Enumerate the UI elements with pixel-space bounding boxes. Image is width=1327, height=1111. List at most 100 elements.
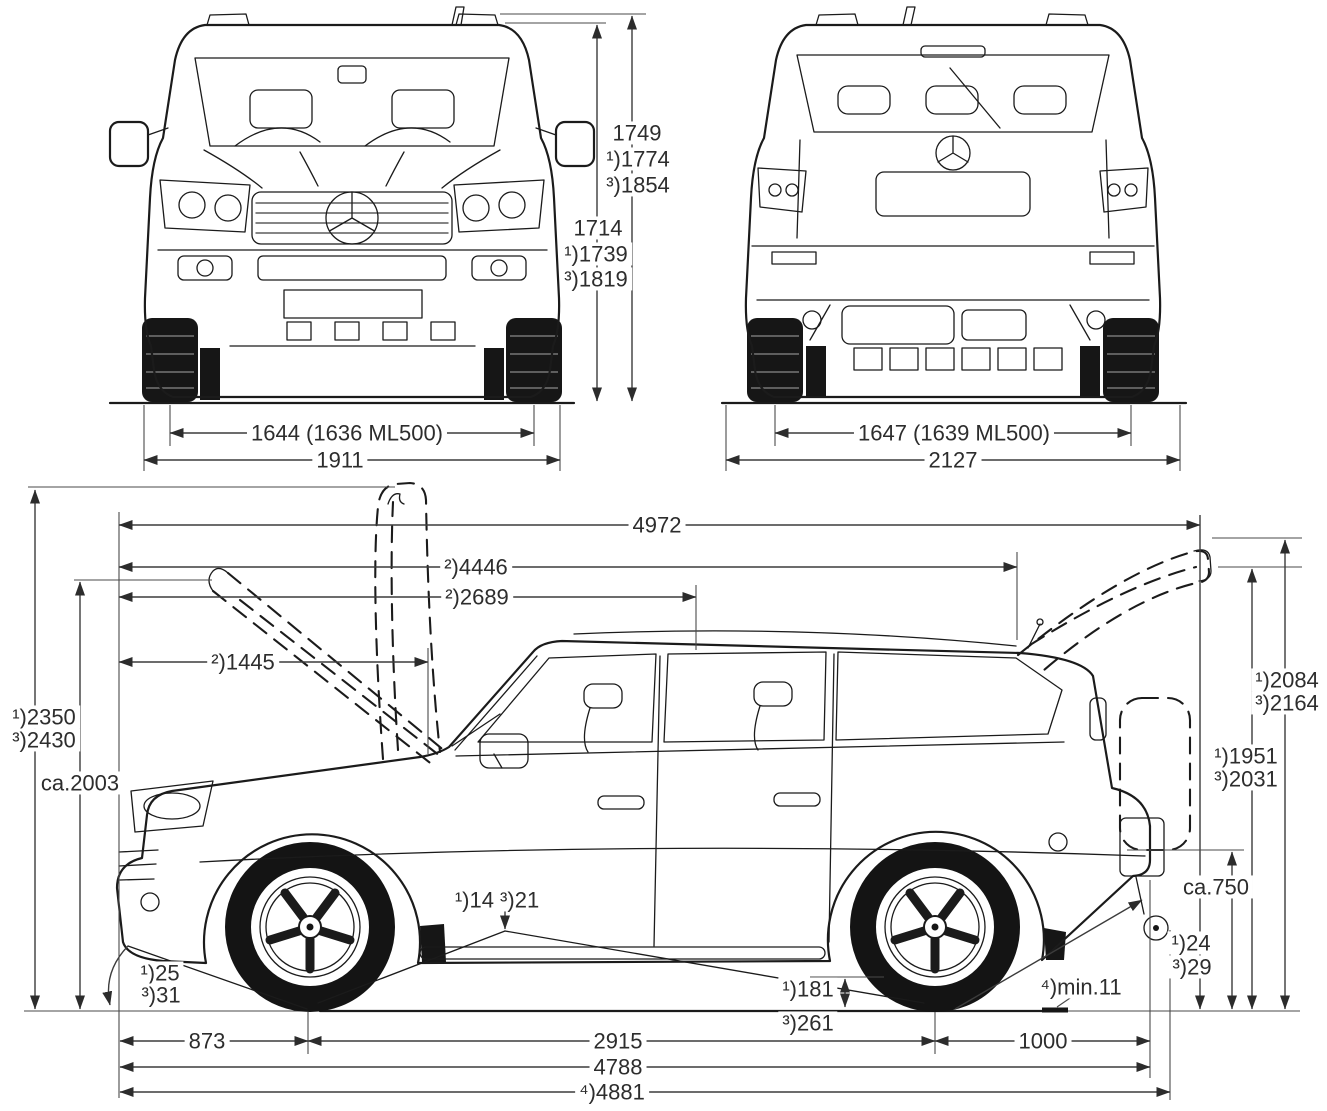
rear-door-window	[663, 651, 827, 743]
mercedes-star-icon	[935, 135, 971, 171]
approach-angle-arrow	[102, 945, 129, 1006]
rear-body-outline	[744, 23, 1162, 399]
door-seams	[653, 653, 835, 947]
rear-left-tire	[747, 318, 803, 402]
fog-light-right	[471, 255, 527, 281]
headlight-left	[159, 179, 251, 233]
dim-approach-v1: ¹)25	[136, 961, 184, 985]
beltline	[455, 741, 1065, 757]
dim-front-overhang: 873	[184, 1029, 230, 1053]
running-board	[419, 946, 826, 960]
headrest	[1013, 85, 1067, 115]
dim-ramp-angle: ¹)14 ³)21	[450, 888, 544, 912]
fog-light	[140, 892, 160, 912]
dim-tailgate-h-v3: ³)2164	[1251, 691, 1323, 715]
side-mirror	[479, 733, 529, 769]
taillight	[1089, 697, 1107, 741]
dim-4446: ²)4446	[440, 555, 512, 579]
dim-rear-track: 1647 (1639 ML500)	[853, 421, 1055, 445]
sun-visor	[391, 89, 455, 129]
rear-wheel	[850, 842, 1020, 1012]
dim-tailgate-edge-v1: ¹)1951	[1210, 744, 1282, 768]
ramp-angle-line	[504, 930, 925, 1004]
dim-departure-v1: ¹)24	[1167, 931, 1215, 955]
dimension-lines	[28, 13, 1302, 1100]
roof-rail	[573, 630, 1017, 647]
dim-overall-length: 4788	[589, 1055, 647, 1079]
door-handle	[773, 792, 821, 807]
front-grille-lines	[118, 849, 159, 881]
mud-flap	[484, 348, 504, 400]
dim-front-height-body-v3: ³)1819	[560, 267, 632, 291]
tire-tread	[751, 335, 1155, 389]
dim-length-open: 4972	[628, 513, 686, 537]
dim-front-height-rails-v1: ¹)1774	[602, 147, 674, 171]
dim-width-mirrors: 2127	[924, 448, 982, 472]
roof-rails	[206, 13, 499, 26]
dim-clearance-v3: ³)261	[778, 1011, 838, 1035]
brake-light	[920, 45, 986, 58]
wiper	[451, 713, 501, 747]
interior-mirror	[337, 65, 367, 84]
reflector	[771, 251, 817, 265]
dim-tailgate-h-v1: ¹)2084	[1251, 668, 1323, 692]
headrest	[837, 85, 891, 115]
headrest	[925, 85, 979, 115]
dim-2689: ²)2689	[441, 585, 513, 609]
front-wheel	[225, 842, 395, 1012]
taillight-right	[1099, 167, 1149, 213]
headrest	[753, 681, 793, 707]
dim-front-height-rails: 1749	[608, 121, 666, 145]
side-mirror-left	[108, 120, 150, 168]
dim-clearance-v1: ¹)181	[778, 977, 838, 1001]
dim-ca2003: ca.2003	[36, 771, 124, 795]
ramp-angle-line	[317, 930, 506, 1004]
headlight-right	[453, 179, 545, 233]
dim-departure-v3: ³)29	[1168, 955, 1216, 979]
dim-front-height-rails-v3: ³)1854	[602, 173, 674, 197]
antenna	[451, 6, 465, 26]
reflector	[1089, 251, 1135, 265]
side-view-drawing	[24, 481, 1300, 1013]
front-door-window	[477, 653, 657, 743]
hitch-bar	[1135, 876, 1145, 915]
dim-rear-overhang: 1000	[1014, 1029, 1072, 1053]
fog-light-left	[177, 255, 233, 281]
hood-creases	[203, 149, 501, 189]
lower-intake	[257, 255, 447, 281]
mud-flap	[806, 346, 826, 398]
headlight	[130, 780, 214, 833]
undercarriage	[802, 304, 1106, 371]
dim-approach-v3: ³)31	[137, 983, 185, 1007]
dim-1445: ²)1445	[207, 650, 279, 674]
rear-view-drawing	[720, 6, 1188, 405]
wipers	[234, 127, 451, 147]
dim-length-hitch: ⁴)4881	[575, 1080, 649, 1104]
approach-angle-line	[127, 945, 308, 1010]
side-body-outline	[115, 639, 1152, 965]
dim-front-height-body: 1714	[569, 216, 627, 240]
dim-tailgate-edge-v3: ³)2031	[1210, 767, 1282, 791]
mud-flap	[200, 348, 220, 400]
dim-overall-width: 1911	[312, 448, 368, 472]
rear-right-tire	[1103, 318, 1159, 402]
fuel-door	[1048, 832, 1068, 852]
front-body-outline	[143, 23, 561, 399]
dim-hood-height-v1: ¹)2350	[8, 705, 80, 729]
character-line	[199, 847, 1146, 863]
taillight-left	[757, 167, 807, 213]
rear-window	[796, 54, 1110, 133]
dim-front-track: 1644 (1636 ML500)	[246, 421, 448, 445]
mud-flap	[420, 924, 446, 962]
plate-recess	[875, 171, 1031, 217]
dim-min-clearance: ⁴)min.11	[1036, 975, 1126, 999]
mud-flap	[1080, 346, 1100, 398]
seatbacks	[583, 705, 761, 753]
dim-front-height-body-v1: ¹)1739	[560, 242, 632, 266]
roof-rails	[815, 13, 1089, 26]
tow-hitch-hook	[1143, 915, 1169, 941]
dim-load-sill: ca.750	[1178, 875, 1254, 899]
